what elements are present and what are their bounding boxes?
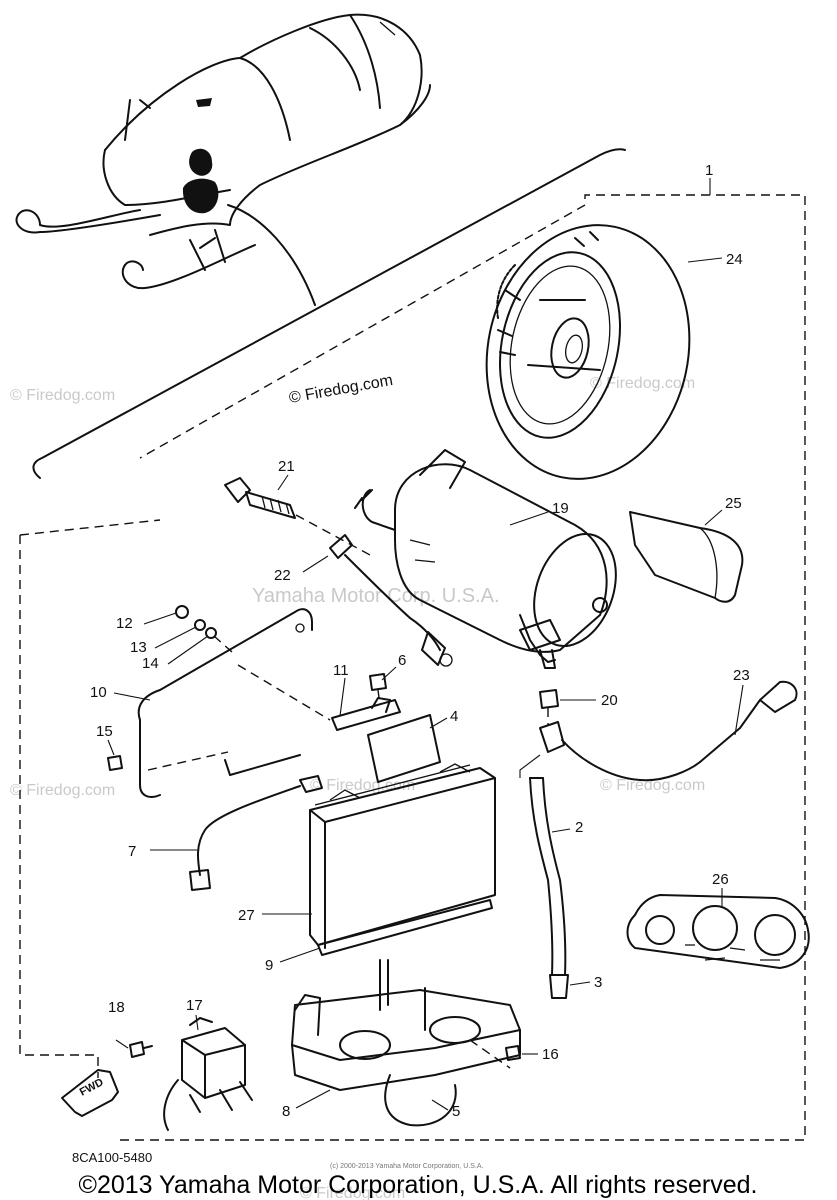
callout-18: 18 <box>108 999 125 1016</box>
callout-numbers: 1 2 3 4 5 6 7 8 9 10 11 12 13 14 15 16 1… <box>90 162 750 1120</box>
nut-6 <box>369 673 387 691</box>
watermark-firedog-left-lower: © Firedog.com <box>10 782 115 799</box>
callout-10: 10 <box>90 684 107 701</box>
callout-12: 12 <box>116 615 133 632</box>
bolt-16 <box>505 1045 521 1061</box>
ring-gear-24 <box>485 224 691 480</box>
callout-9: 9 <box>265 957 273 974</box>
bolt-18 <box>129 1041 153 1058</box>
callout-6: 6 <box>398 652 406 669</box>
copyright-line: ©2013 Yamaha Motor Corporation, U.S.A. A… <box>79 1171 758 1199</box>
assembly-boundary-right <box>120 194 806 1141</box>
callout-26: 26 <box>712 871 729 888</box>
battery-9 <box>309 763 496 956</box>
cable-22 <box>329 534 453 667</box>
cover-25 <box>629 511 744 603</box>
nut-15 <box>107 755 123 771</box>
cable-23 <box>539 680 798 782</box>
callout-11: 11 <box>333 662 349 679</box>
callout-14: 14 <box>142 655 159 672</box>
bolt-21-alignment <box>295 514 371 556</box>
callout-20: 20 <box>601 692 618 709</box>
assembly-boundary-top-left <box>19 519 161 536</box>
callout-8: 8 <box>282 1103 290 1120</box>
fasteners-12-13-14 <box>175 605 233 653</box>
callout-2: 2 <box>575 819 583 836</box>
assembly-boundary-left <box>19 535 99 1078</box>
callout-19: 19 <box>552 500 569 517</box>
plate-10 <box>137 608 331 798</box>
watermark-firedog-bottom: © Firedog.com <box>300 1185 405 1200</box>
section-divider-line <box>32 148 626 479</box>
tube-2 <box>519 754 569 999</box>
callout-1: 1 <box>705 162 713 179</box>
tray-8 <box>291 959 521 1127</box>
bracket-11 <box>331 697 401 731</box>
callout-25: 25 <box>725 495 742 512</box>
cable-7 <box>189 775 323 891</box>
watermark-firedog-main: © Firedog.com <box>288 372 395 407</box>
small-copyright-notice: (c) 2000-2013 Yamaha Motor Corporation, … <box>330 1163 483 1170</box>
callout-4: 4 <box>450 708 458 725</box>
panel-26 <box>626 894 810 969</box>
callout-24: 24 <box>726 251 743 268</box>
starter-motor-19 <box>354 449 617 669</box>
watermark-firedog-left: © Firedog.com <box>10 387 115 404</box>
bolt-21 <box>224 477 296 519</box>
leader-lines <box>107 257 744 1111</box>
callout-13: 13 <box>130 639 147 656</box>
callout-27: 27 <box>238 907 255 924</box>
diagram-code: 8CA100-5480 <box>72 1150 152 1165</box>
snowmobile-illustration <box>15 13 431 306</box>
forward-label: FWD <box>78 1076 106 1098</box>
watermark-firedog-center: © Firedog.com <box>310 777 415 794</box>
forward-arrow-icon: FWD <box>61 1069 119 1117</box>
callout-15: 15 <box>96 723 113 740</box>
callout-3: 3 <box>594 974 602 991</box>
watermark-firedog-right: © Firedog.com <box>590 375 695 392</box>
watermark-yamaha: Yamaha Motor Corp. U.S.A. <box>252 585 500 607</box>
callout-17: 17 <box>186 997 203 1014</box>
callout-22: 22 <box>274 567 291 584</box>
watermark-firedog-right-lower: © Firedog.com <box>600 777 705 794</box>
callout-21: 21 <box>278 458 295 475</box>
callout-7: 7 <box>128 843 136 860</box>
callout-5: 5 <box>452 1103 460 1120</box>
relay-17 <box>163 1017 253 1131</box>
callout-23: 23 <box>733 667 750 684</box>
cap-20 <box>539 689 559 709</box>
assembly-boundary-diagonal <box>139 204 586 459</box>
strap-4 <box>367 714 441 783</box>
callout-16: 16 <box>542 1046 559 1063</box>
